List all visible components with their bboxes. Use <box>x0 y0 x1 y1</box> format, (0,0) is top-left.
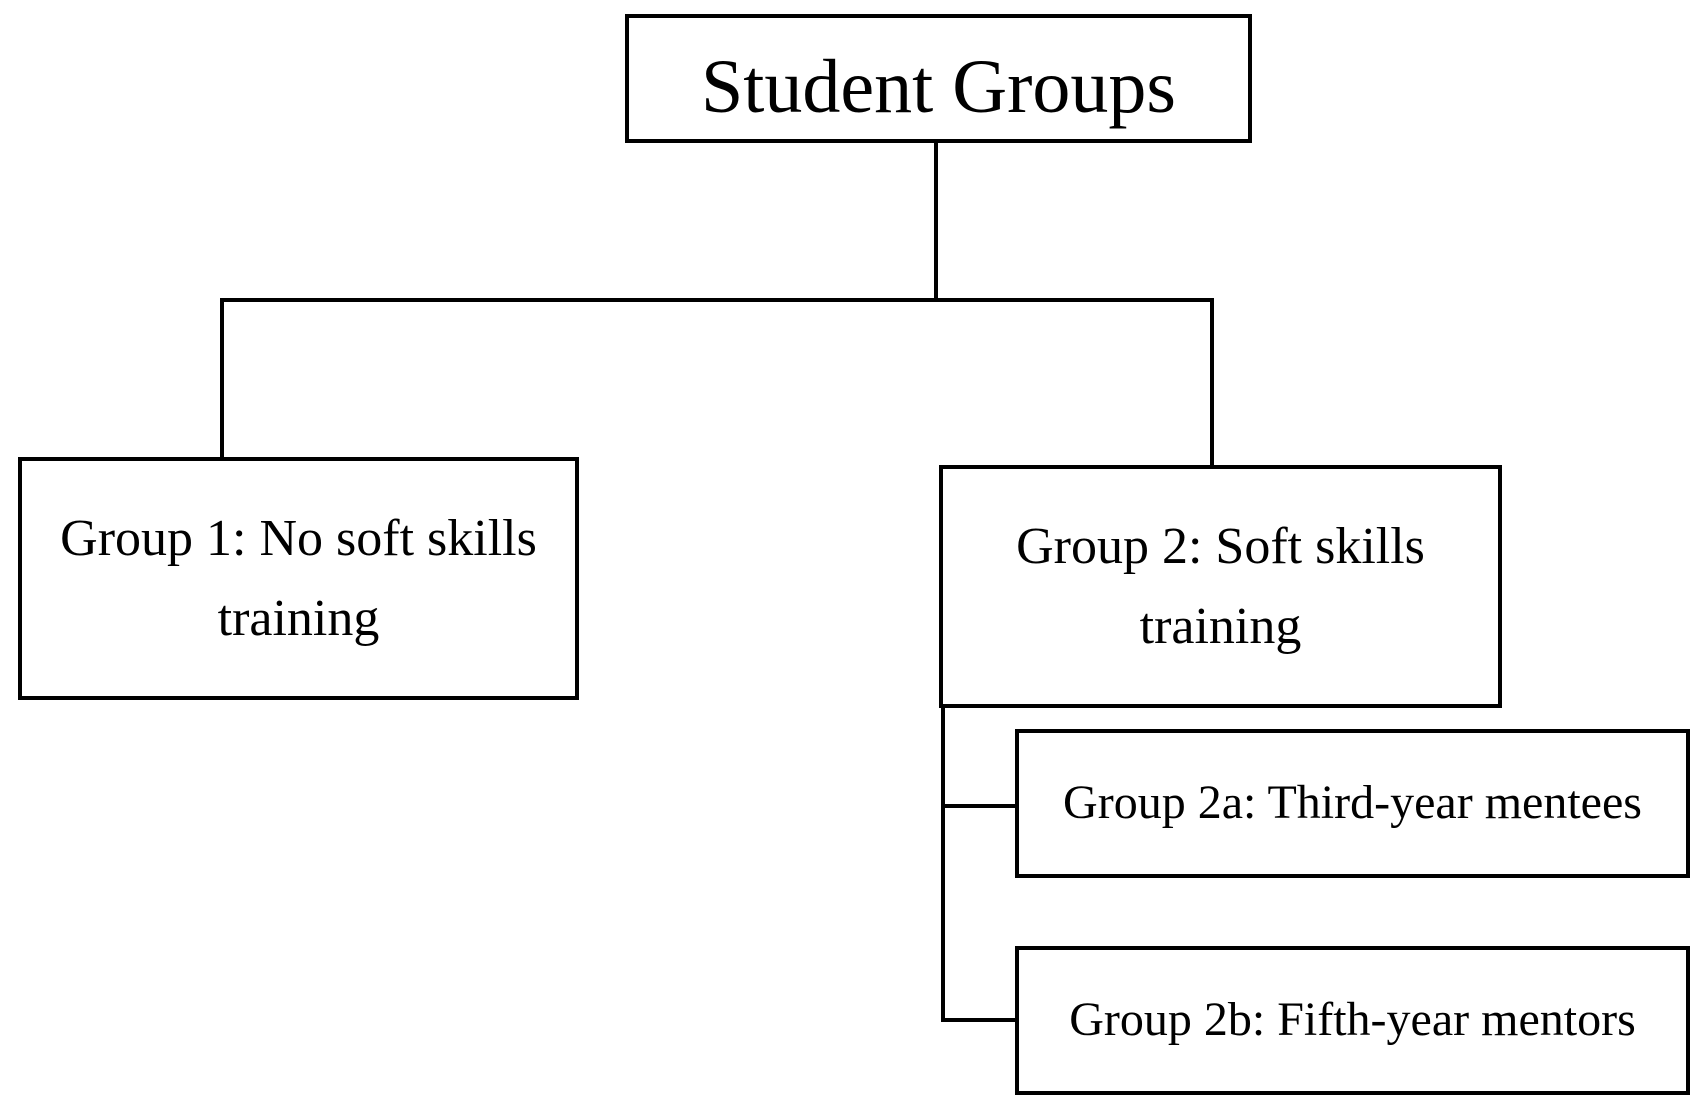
group2-node-label: Group 2: Soft skills training <box>1016 517 1425 655</box>
group1-node-box: Group 1: No soft skills training <box>18 457 579 700</box>
group1-node-label: Group 1: No soft skills training <box>60 509 537 647</box>
group2a-node-box: Group 2a: Third-year mentees <box>1015 729 1690 878</box>
group2-node-box: Group 2: Soft skills training <box>939 465 1502 708</box>
root-node-box: Student Groups <box>625 14 1252 143</box>
group2a-node-label: Group 2a: Third-year mentees <box>1063 776 1642 830</box>
root-node-label: Student Groups <box>701 44 1176 129</box>
group2b-node-box: Group 2b: Fifth-year mentors <box>1015 946 1690 1095</box>
group2b-node-label: Group 2b: Fifth-year mentors <box>1069 993 1636 1047</box>
